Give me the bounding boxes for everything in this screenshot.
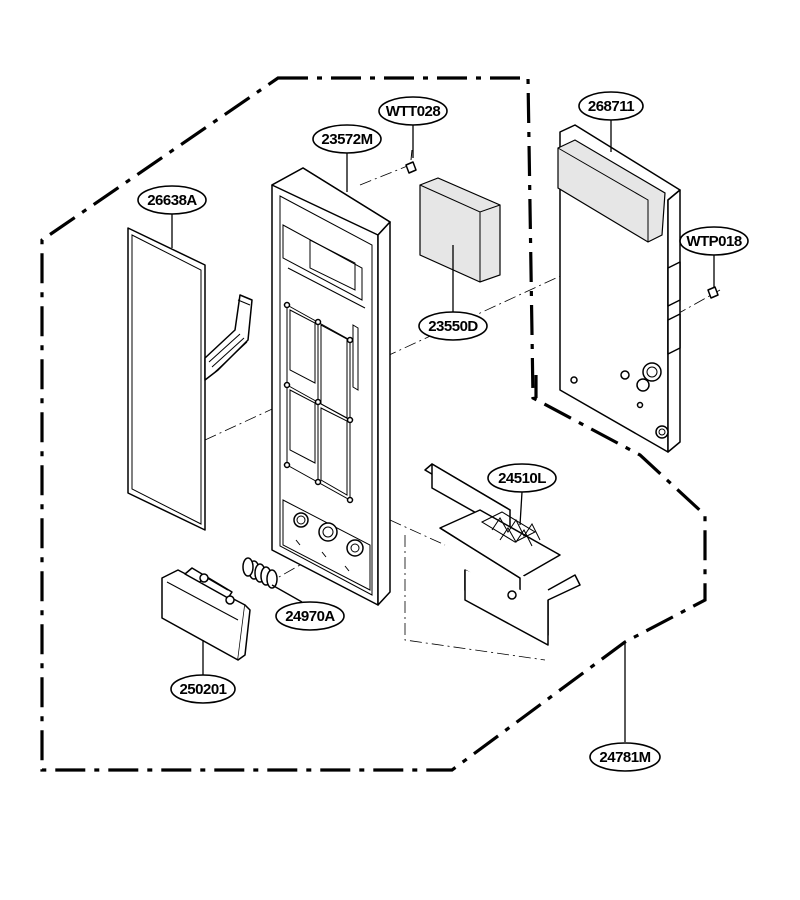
label-leaders <box>171 120 715 742</box>
screw-WTT028 <box>405 149 417 174</box>
assembly-boundary-main <box>40 76 707 772</box>
label-268711: 268711 <box>588 98 634 115</box>
pcb-assembly-268711 <box>557 124 681 453</box>
label-26638A: 26638A <box>147 192 197 209</box>
label-24781M: 24781M <box>599 749 650 766</box>
label-250201: 250201 <box>179 681 226 698</box>
callout-250201: 250201 <box>170 674 236 704</box>
label-24970A: 24970A <box>285 608 335 625</box>
bracket-24510L <box>424 463 581 646</box>
callout-268711: 268711 <box>578 91 644 121</box>
label-WTT028: WTT028 <box>386 103 441 120</box>
label-24510L: 24510L <box>498 470 546 487</box>
membrane-sheet-26638A <box>127 227 253 531</box>
callout-23572M: 23572M <box>312 124 382 154</box>
callout-WTT028: WTT028 <box>378 96 448 126</box>
callout-24510L: 24510L <box>487 463 557 493</box>
spring-24970A <box>242 557 278 589</box>
window-film-23550D <box>419 177 501 283</box>
label-23550D: 23550D <box>428 318 478 335</box>
callout-24781M: 24781M <box>589 742 661 772</box>
control-panel-frame-23572M <box>271 167 391 606</box>
screw-WTP018 <box>707 286 719 299</box>
callout-WTP018: WTP018 <box>679 226 749 256</box>
callout-23550D: 23550D <box>418 311 488 341</box>
push-button-250201 <box>161 567 251 661</box>
callout-26638A: 26638A <box>137 185 207 215</box>
label-23572M: 23572M <box>321 131 372 148</box>
callout-24970A: 24970A <box>275 601 345 631</box>
label-WTP018: WTP018 <box>686 233 742 250</box>
